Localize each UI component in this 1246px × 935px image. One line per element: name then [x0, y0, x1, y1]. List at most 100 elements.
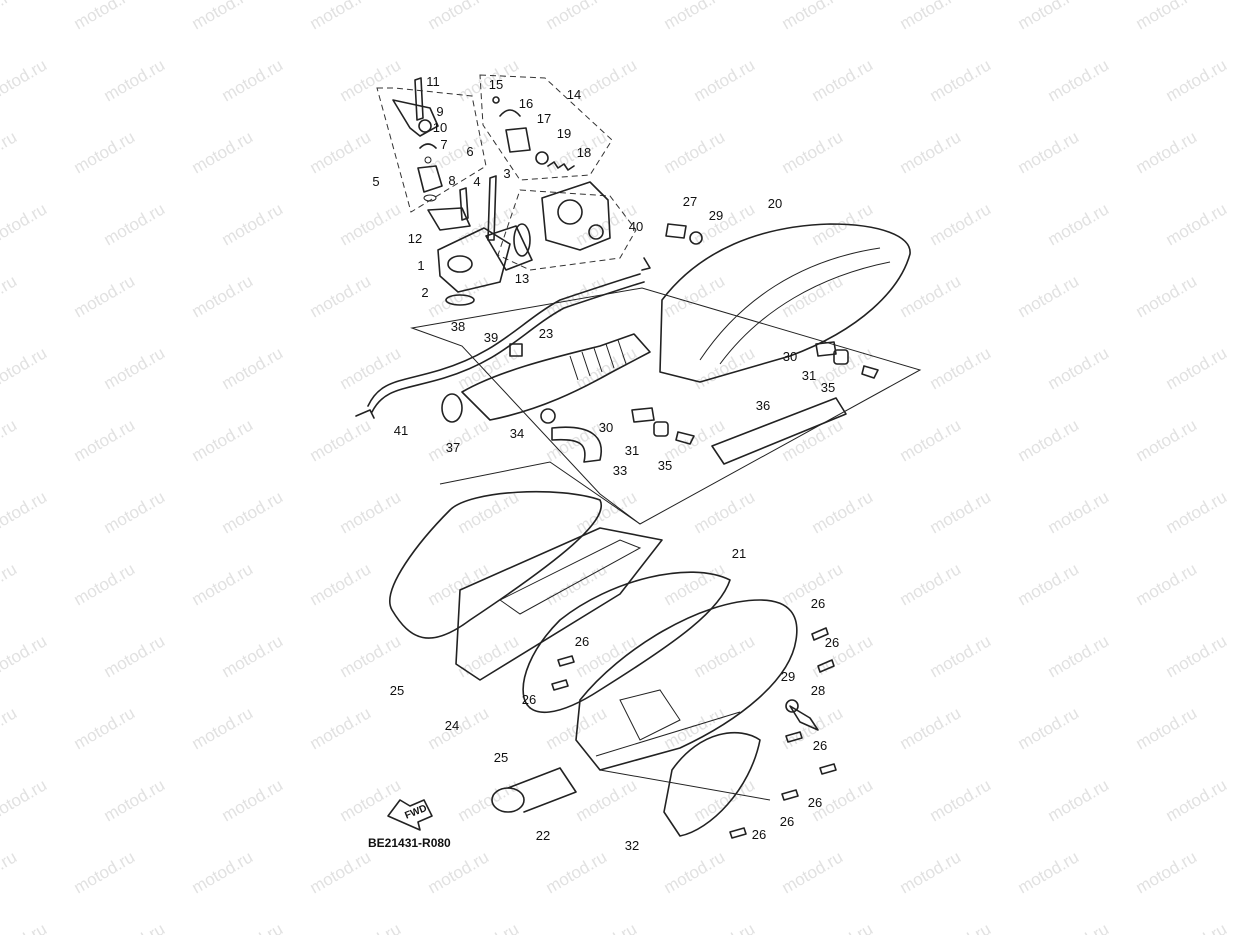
callout-c31a: 31: [625, 443, 639, 458]
watermark-text: motod.ru: [661, 847, 729, 897]
watermark-text: motod.ru: [573, 919, 641, 935]
callout-c20: 20: [768, 196, 782, 211]
watermark-text: motod.ru: [691, 487, 759, 537]
watermark-text: motod.ru: [897, 415, 965, 465]
case-rib-1: [699, 247, 881, 361]
callout-c26h: 26: [752, 827, 766, 842]
cap-32: [663, 731, 761, 837]
watermark-text: motod.ru: [71, 559, 139, 609]
watermark-text: motod.ru: [1015, 703, 1083, 753]
callout-c29b: 29: [781, 669, 795, 684]
callout-c16: 16: [519, 96, 533, 111]
drain-28: [789, 705, 819, 731]
clip-7: [419, 143, 437, 149]
plate-12: [427, 207, 471, 231]
cover-21: [575, 599, 798, 771]
bolt-4: [459, 187, 469, 221]
callout-c17: 17: [537, 111, 551, 126]
watermark-text: motod.ru: [101, 343, 169, 393]
callout-c5: 5: [372, 174, 379, 189]
watermark-text: motod.ru: [1133, 0, 1201, 33]
watermark-text: motod.ru: [71, 271, 139, 321]
watermark-text: motod.ru: [779, 271, 847, 321]
dashed-box-14: [479, 74, 613, 181]
watermark-text: motod.ru: [425, 559, 493, 609]
watermark-text: motod.ru: [0, 55, 50, 105]
watermark-text: motod.ru: [543, 559, 611, 609]
callout-c38: 38: [451, 319, 465, 334]
screw-26a: [811, 627, 829, 641]
callout-c26e: 26: [813, 738, 827, 753]
callout-c22: 22: [536, 828, 550, 843]
watermark-text: motod.ru: [189, 271, 257, 321]
watermark-text: motod.ru: [1015, 415, 1083, 465]
watermark-text: motod.ru: [455, 775, 523, 825]
clip-29a: [689, 231, 703, 245]
watermark-text: motod.ru: [0, 703, 20, 753]
collar-30b: [815, 341, 837, 357]
watermark-text: motod.ru: [0, 199, 50, 249]
watermark-text: motod.ru: [1163, 775, 1231, 825]
watermark-text: motod.ru: [897, 703, 965, 753]
screw-26e: [785, 731, 803, 743]
watermark-text: motod.ru: [691, 631, 759, 681]
gasket-25a: [389, 490, 603, 639]
callout-c24: 24: [445, 718, 459, 733]
case-20: [659, 223, 911, 383]
callout-c26f: 26: [808, 795, 822, 810]
callout-c12: 12: [408, 231, 422, 246]
watermark-text: motod.ru: [573, 775, 641, 825]
watermark-text: motod.ru: [71, 127, 139, 177]
callout-c25b: 25: [494, 750, 508, 765]
watermark-text: motod.ru: [1163, 919, 1231, 935]
gasket-25b: [522, 571, 731, 714]
watermark-text: motod.ru: [691, 55, 759, 105]
callout-c33: 33: [613, 463, 627, 478]
callout-c34: 34: [510, 426, 524, 441]
throttle-bore: [557, 199, 583, 225]
screw-15: [492, 96, 500, 104]
watermark-text: motod.ru: [927, 631, 995, 681]
watermark-text: motod.ru: [1133, 847, 1201, 897]
watermark-text: motod.ru: [809, 343, 877, 393]
watermark-text: motod.ru: [1133, 271, 1201, 321]
screw-26h: [729, 827, 747, 839]
watermark-text: motod.ru: [101, 919, 169, 935]
watermark-text: motod.ru: [337, 631, 405, 681]
duct-22: [507, 767, 577, 813]
callout-c28: 28: [811, 683, 825, 698]
watermark-text: motod.ru: [189, 415, 257, 465]
callout-c7: 7: [440, 137, 447, 152]
callout-c32: 32: [625, 838, 639, 853]
callout-c3: 3: [503, 166, 510, 181]
throttle-body: [541, 181, 611, 251]
fwd-arrow-icon: [387, 799, 433, 831]
assembly-frame: [410, 287, 922, 525]
watermark-text: motod.ru: [0, 0, 20, 33]
callout-c26g: 26: [780, 814, 794, 829]
watermark-text: motod.ru: [543, 847, 611, 897]
callout-c26c: 26: [575, 634, 589, 649]
watermark-text: motod.ru: [0, 127, 20, 177]
callout-c25a: 25: [390, 683, 404, 698]
screw-26f: [819, 763, 837, 775]
callout-c23: 23: [539, 326, 553, 341]
hose-joint: [485, 225, 533, 271]
watermark-text: motod.ru: [307, 0, 375, 33]
watermark-text: motod.ru: [661, 127, 729, 177]
watermark-text: motod.ru: [219, 775, 287, 825]
watermark-text: motod.ru: [1015, 127, 1083, 177]
watermark-text: motod.ru: [0, 775, 50, 825]
watermark-text: motod.ru: [927, 775, 995, 825]
watermark-text: motod.ru: [691, 775, 759, 825]
watermark-text: motod.ru: [0, 487, 50, 537]
bolt-11: [414, 77, 424, 121]
collar-30a: [631, 407, 655, 423]
watermark-text: motod.ru: [71, 415, 139, 465]
air-cleaner-lower-group: [389, 490, 837, 839]
watermark-text: motod.ru: [455, 919, 523, 935]
watermark-text: motod.ru: [1133, 415, 1201, 465]
breather-hose-edge: [371, 281, 645, 413]
watermark-text: motod.ru: [1163, 343, 1231, 393]
callout-c11: 11: [426, 74, 440, 89]
